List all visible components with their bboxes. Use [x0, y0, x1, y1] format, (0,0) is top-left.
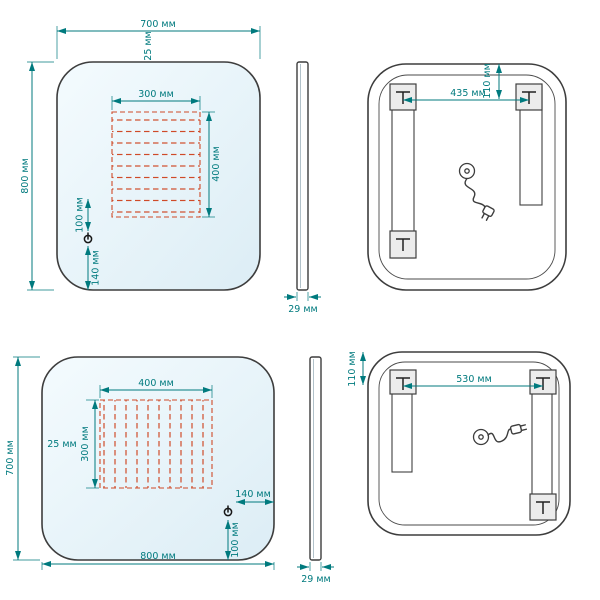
touch-sensor-icon [223, 505, 233, 517]
touch-sensor-icon [83, 232, 93, 244]
dim-thickness-landscape: 29 мм [297, 562, 334, 585]
side-profile-portrait [296, 61, 309, 291]
front-view-landscape: 700 мм 25 мм 800 мм 400 мм 300 мм [5, 356, 275, 570]
dim-portrait-width-label: 700 мм [140, 19, 176, 30]
dim-bracket-span-portrait: 435 мм [403, 88, 529, 103]
dim-sensor-bottom-landscape: 100 мм [225, 520, 241, 560]
bracket-slot-icon [536, 377, 550, 390]
dim-sensor-right-landscape-label: 140 мм [235, 489, 271, 500]
mounting-frame-landscape [389, 369, 557, 521]
dim-bracket-span-portrait-label: 435 мм [450, 88, 486, 99]
side-view-landscape: 29 мм [297, 356, 334, 585]
power-cord-landscape [472, 423, 528, 446]
back-view-portrait: 435 мм 110 мм [367, 63, 567, 291]
bracket-slot-icon [522, 91, 536, 104]
dim-landscape-width-label: 800 мм [140, 551, 176, 562]
dim-landscape-edge-offset-label: 25 мм [47, 439, 76, 450]
dim-bracket-offset-portrait: 110 мм [482, 63, 502, 99]
dim-landscape-width: 800 мм [41, 551, 275, 570]
dim-landscape-height: 700 мм [5, 356, 40, 561]
bracket-slot-icon [536, 501, 550, 514]
dim-bracket-offset-landscape: 110 мм [347, 351, 366, 387]
dim-led-zone-height-landscape-label: 300 мм [80, 426, 91, 462]
dim-led-zone-height-portrait-label: 400 мм [211, 146, 222, 182]
front-view-portrait: 700 мм 25 мм 800 мм 300 мм 400 мм [20, 19, 261, 291]
dim-landscape-height-label: 700 мм [5, 440, 16, 476]
dim-bracket-offset-portrait-label: 110 мм [482, 63, 493, 99]
dim-sensor-bottom-landscape-label: 100 мм [230, 522, 241, 558]
dim-led-zone-width-portrait-label: 300 мм [138, 89, 174, 100]
mounting-frame-portrait [389, 83, 543, 259]
dim-led-zone-width-landscape-label: 400 мм [138, 378, 174, 389]
dim-sensor-bottom-portrait: 140 мм [85, 246, 102, 290]
back-body-landscape [367, 351, 571, 536]
led-zone-landscape [99, 399, 213, 489]
dim-bracket-span-landscape-label: 530 мм [456, 374, 492, 385]
dim-portrait-height: 800 мм [20, 61, 54, 291]
plug-icon [509, 423, 528, 435]
dim-sensor-bottom-portrait-label: 140 мм [91, 250, 102, 286]
led-zone-portrait [111, 111, 201, 218]
dim-bracket-offset-landscape-label: 110 мм [347, 351, 358, 387]
back-view-landscape: 530 мм 110 мм [347, 351, 571, 536]
power-cord [487, 428, 512, 443]
dim-sensor-right-landscape: 140 мм [235, 489, 274, 505]
dim-sensor-top-portrait: 100 мм [75, 197, 91, 233]
power-cord [464, 177, 486, 208]
dim-thickness-portrait: 29 мм [284, 292, 321, 315]
dim-led-zone-height-landscape: 300 мм [80, 399, 99, 489]
dim-portrait-edge-offset-label: 25 мм [143, 31, 154, 60]
bracket-slot-icon [396, 238, 410, 251]
dim-portrait-height-label: 800 мм [20, 158, 31, 194]
plug-icon [481, 205, 495, 221]
dim-bracket-span-landscape: 530 мм [403, 374, 543, 389]
dim-thickness-portrait-label: 29 мм [288, 304, 317, 315]
side-profile-landscape [309, 356, 322, 561]
dim-sensor-top-portrait-label: 100 мм [75, 197, 86, 233]
dim-thickness-landscape-label: 29 мм [301, 574, 330, 585]
dim-led-zone-height-portrait: 400 мм [202, 111, 222, 218]
power-cord-portrait [458, 162, 495, 221]
dim-led-zone-width-landscape: 400 мм [99, 378, 213, 398]
dim-led-zone-width-portrait: 300 мм [111, 89, 201, 110]
side-view-portrait: 29 мм [284, 61, 321, 315]
dim-portrait-width: 700 мм [56, 19, 261, 59]
